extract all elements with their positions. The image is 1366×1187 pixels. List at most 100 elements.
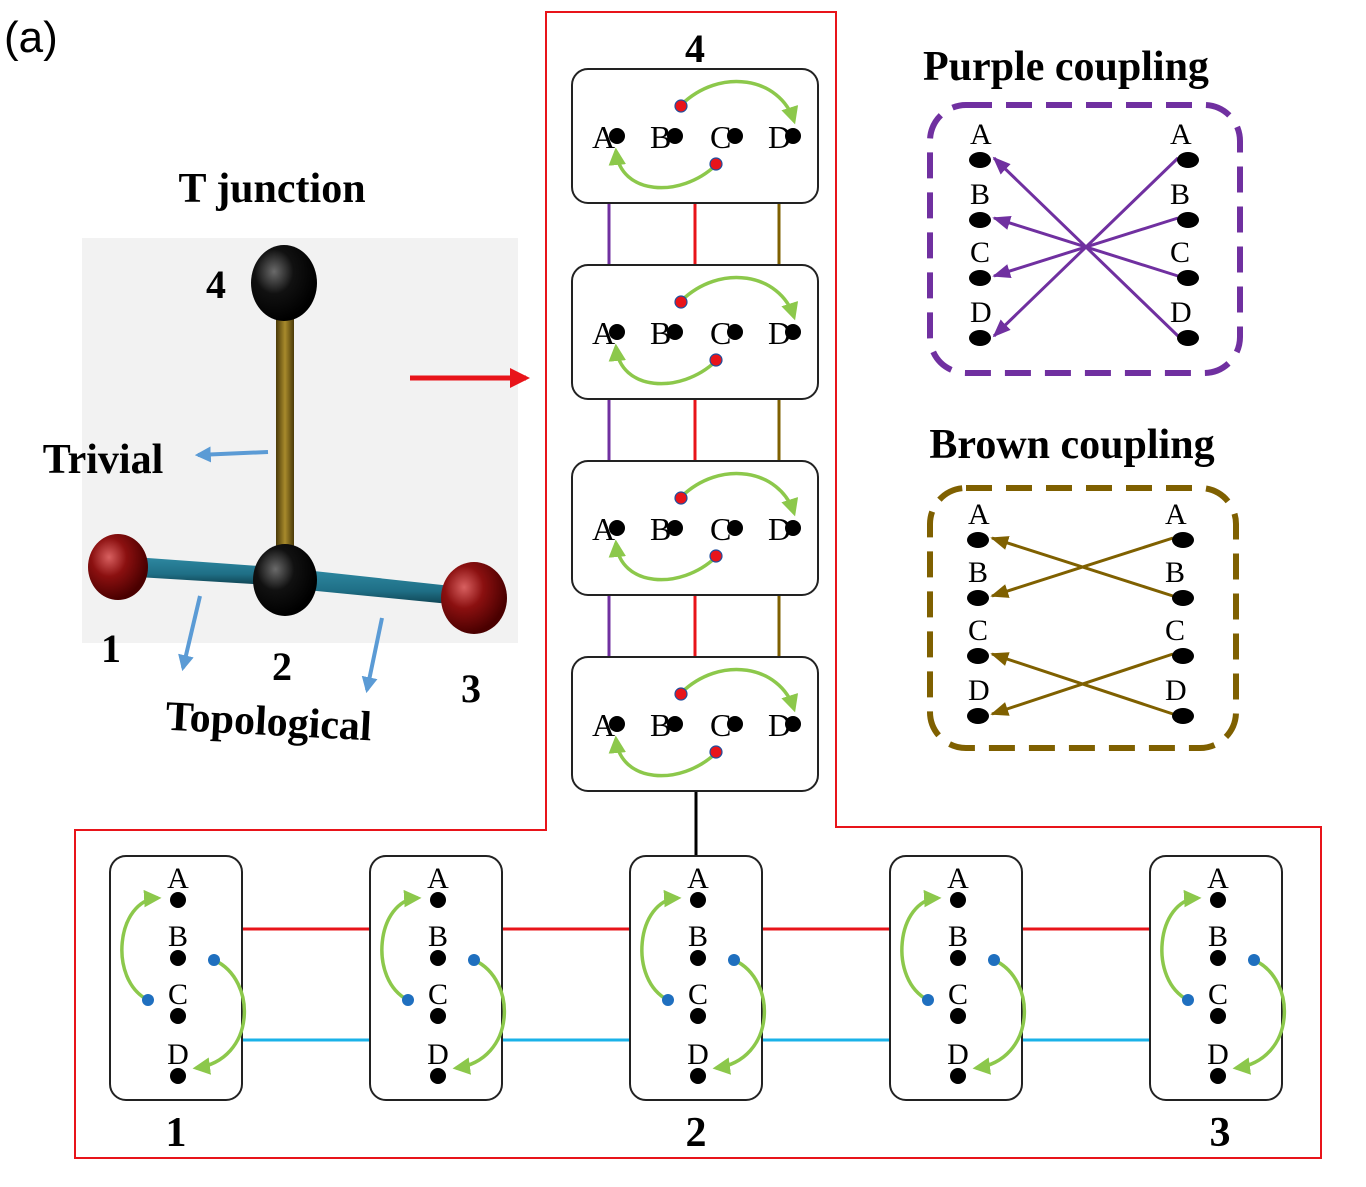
site-letter-d: D xyxy=(768,707,791,743)
vertical-site-box xyxy=(571,264,819,400)
purple-left-letter-d: D xyxy=(970,296,992,329)
purple-left-letter-b: B xyxy=(970,178,990,211)
site-dot-a xyxy=(690,892,706,908)
red-marker-dot xyxy=(709,353,723,367)
blue-marker-dot xyxy=(988,954,1000,966)
site-dot-a xyxy=(170,892,186,908)
hopping-arrow-b-d xyxy=(192,958,247,1075)
brown-left-letter-d: D xyxy=(968,674,990,707)
red-marker-dot xyxy=(709,549,723,563)
site-dot-b xyxy=(1210,950,1226,966)
vertical-site-box xyxy=(571,460,819,596)
t-junction-title: T junction xyxy=(178,166,365,212)
site-dot-d xyxy=(785,128,801,144)
t-outline xyxy=(74,11,1322,1159)
hopping-arrow-c-a xyxy=(608,539,718,582)
horizontal-site-label-1: 1 xyxy=(166,1110,187,1156)
site-dot-c xyxy=(690,1008,706,1024)
brown-right-letter-d: D xyxy=(1165,674,1187,707)
site-dot-d xyxy=(950,1068,966,1084)
brown-left-letter-a: A xyxy=(968,498,990,531)
brown-right-dot-c xyxy=(1172,648,1194,664)
blue-marker-dot xyxy=(728,954,740,966)
hopping-arrow-b-d xyxy=(679,275,799,321)
node-1-sphere xyxy=(88,534,148,600)
purple-left-letter-c: C xyxy=(970,236,990,269)
site-letter-a: A xyxy=(1207,862,1229,895)
hopping-arrow-b-d xyxy=(679,667,799,713)
site-letter-b: B xyxy=(688,920,708,953)
site-letter-a: A xyxy=(947,862,969,895)
brown-left-letter-b: B xyxy=(968,556,988,589)
purple-right-dot-a xyxy=(1177,152,1199,168)
hopping-arrow-c-a xyxy=(608,735,718,778)
site-dot-a xyxy=(609,520,625,536)
purple-right-letter-c: C xyxy=(1170,236,1190,269)
brown-right-dot-b xyxy=(1172,590,1194,606)
site-letter-a: A xyxy=(687,862,709,895)
site-letter-c: C xyxy=(168,978,188,1011)
purple-arrow-d-a xyxy=(992,156,1180,338)
brown-right-letter-c: C xyxy=(1165,614,1185,647)
brown-arrow-b-a xyxy=(990,536,1174,598)
site-dot-c xyxy=(727,128,743,144)
site-letter-d: D xyxy=(947,1038,969,1071)
purple-right-letter-d: D xyxy=(1170,296,1192,329)
blue-marker-dot xyxy=(402,994,414,1006)
hopping-arrow-c-a xyxy=(900,889,942,1002)
horizontal-site-box xyxy=(629,855,763,1101)
site-letter-b: B xyxy=(650,707,671,743)
horizontal-site-label-3: 3 xyxy=(1210,1110,1231,1156)
brown-arrow-d-c xyxy=(990,652,1174,716)
site-dot-a xyxy=(950,892,966,908)
site-dot-b xyxy=(667,716,683,732)
site-letter-d: D xyxy=(427,1038,449,1071)
right-wire xyxy=(286,568,470,606)
site-letter-c: C xyxy=(710,119,731,155)
site-dot-a xyxy=(609,324,625,340)
site-letter-c: C xyxy=(948,978,968,1011)
site-dot-d xyxy=(785,324,801,340)
blue-marker-dot xyxy=(142,994,154,1006)
brown-coupling-title: Brown coupling xyxy=(929,422,1214,468)
topological-arrow-left xyxy=(178,595,202,672)
horizontal-site-box xyxy=(889,855,1023,1101)
site-letter-d: D xyxy=(768,315,791,351)
topological-arrow-right xyxy=(361,617,384,694)
hopping-arrow-b-d xyxy=(712,958,767,1075)
site-dot-c xyxy=(727,520,743,536)
left-wire xyxy=(120,556,286,586)
purple-left-dot-d xyxy=(969,330,991,346)
vertical-site-box xyxy=(571,68,819,204)
brown-right-dot-a xyxy=(1172,532,1194,548)
brown-left-dot-b xyxy=(967,590,989,606)
site-dot-d xyxy=(785,520,801,536)
site-letter-b: B xyxy=(1208,920,1228,953)
hopping-arrow-b-d xyxy=(972,958,1027,1075)
red-marker-dot xyxy=(709,745,723,759)
purple-right-letter-b: B xyxy=(1170,178,1190,211)
site-letter-d: D xyxy=(768,511,791,547)
node-2-sphere xyxy=(253,544,317,616)
purple-left-letter-a: A xyxy=(970,118,992,151)
vertical-site-box xyxy=(571,656,819,792)
red-marker-dot xyxy=(674,687,688,701)
site-letter-b: B xyxy=(948,920,968,953)
site-dot-a xyxy=(609,128,625,144)
node-label-1: 1 xyxy=(101,626,121,671)
site-dot-b xyxy=(667,520,683,536)
site-dot-a xyxy=(1210,892,1226,908)
hopping-arrow-c-a xyxy=(608,147,718,190)
red-marker-dot xyxy=(674,491,688,505)
site-dot-b xyxy=(950,950,966,966)
hopping-arrow-c-a xyxy=(380,889,422,1002)
